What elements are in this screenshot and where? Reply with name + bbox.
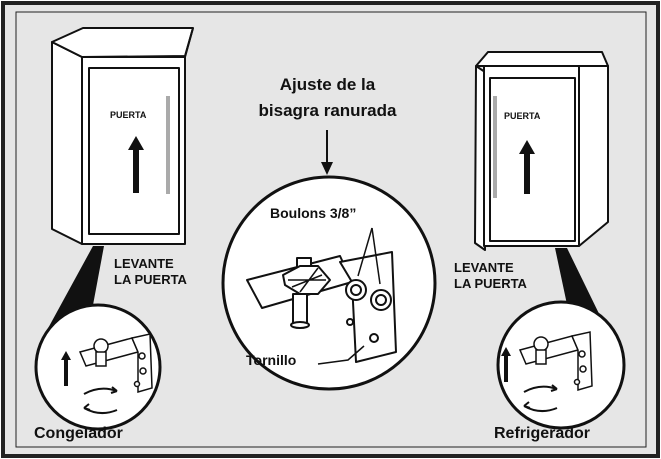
refrigerator-lift-label-line2: LA PUERTA [454, 276, 527, 291]
refrigerator-lift-arrow [519, 140, 535, 194]
refrigerator-door-handle [493, 96, 497, 198]
refrigerator-caption: Refrigerador [494, 425, 591, 442]
freezer-lift-arrow [128, 136, 144, 193]
freezer-up-arrow [61, 351, 71, 386]
refrigerator-lift-label-line1: LEVANTE [454, 260, 514, 275]
refrigerator-door-label: PUERTA [504, 111, 541, 121]
freezer-door-handle [166, 96, 170, 194]
bolts-leader-2 [371, 227, 381, 285]
bolts-leader-1 [357, 227, 373, 277]
screw-label: Tornillo [246, 352, 297, 368]
refrigerator-rotate-arrows [523, 384, 558, 412]
freezer-rotate-arrows [83, 386, 118, 414]
screw-leader [317, 345, 365, 365]
freezer-hinge-detail-circle [34, 303, 162, 431]
title-pointer-arrowhead [321, 162, 333, 175]
freezer-hinge-icon [78, 333, 153, 393]
diagram-title-line1: Ajuste de la [279, 75, 376, 94]
bolts-label: Boulons 3/8” [270, 205, 357, 221]
refrigerator-hinge-icon [518, 331, 593, 391]
refrigerator-hinge-detail-circle [496, 300, 626, 430]
refrigerator-up-arrow [501, 347, 511, 382]
diagram-title-line2: bisagra ranurada [258, 101, 397, 120]
freezer-cabinet [51, 27, 194, 245]
center-hinge-illustration [246, 251, 397, 363]
freezer-lift-label-line2: LA PUERTA [114, 272, 187, 287]
freezer-caption: Congelador [34, 425, 123, 442]
refrigerator-cabinet [474, 51, 609, 251]
freezer-door-label: PUERTA [110, 110, 147, 120]
freezer-lift-label-line1: LEVANTE [114, 256, 174, 271]
